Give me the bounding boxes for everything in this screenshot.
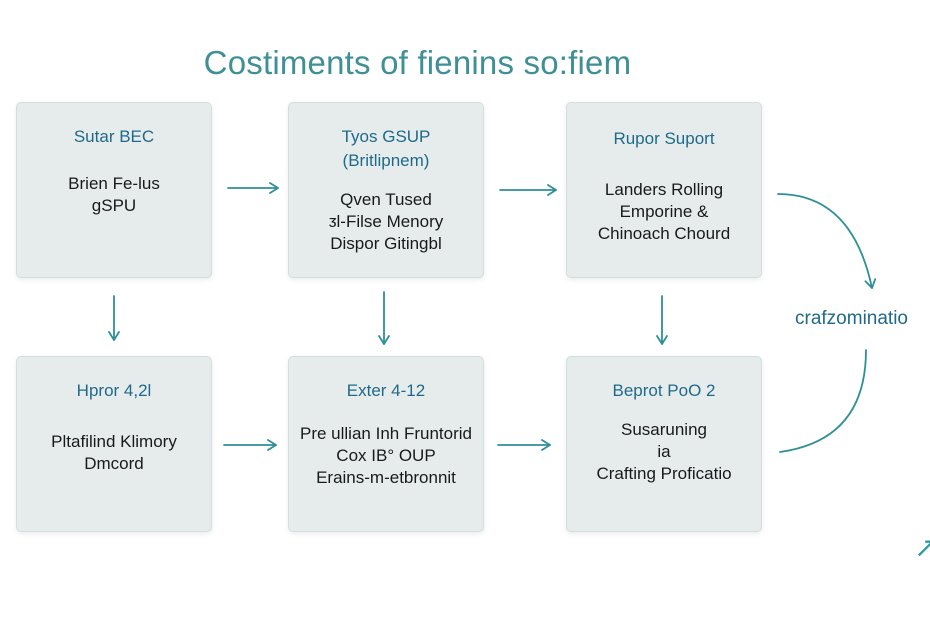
box-line: Susaruning — [620, 420, 707, 439]
box-line: Cox IB° OUP — [336, 446, 436, 465]
box-line: gSPU — [91, 196, 137, 215]
process-box-6: Beprot PoO 2 Susaruning ia Crafting Prof… — [566, 356, 762, 532]
box-line: Emporine & — [619, 202, 709, 221]
box-line: Pltafilind Klimory — [51, 432, 177, 451]
box-line: Brien Fe-lus — [68, 174, 160, 193]
box-line: Crafting Proficatio — [596, 464, 732, 483]
corner-mark-icon: ↗ — [914, 532, 930, 563]
box-heading: Tyos GSUP — [341, 127, 431, 146]
curve-arrow-top — [777, 193, 877, 289]
box-line: Erains-m-etbronnit — [316, 468, 456, 487]
box-line: ᴣl-Filse Menory — [328, 212, 444, 231]
process-box-5: Exter 4-12 Pre ullian Inh Fruntorid Cox … — [288, 356, 484, 532]
box-line: Chinoach Chourd — [597, 224, 731, 243]
box-line: Dmcord — [84, 454, 144, 473]
box-heading: Beprot PoO 2 — [612, 381, 716, 400]
side-label: crafzominatio — [795, 308, 908, 329]
box-line: Pre ullian Inh Fruntorid — [300, 424, 472, 443]
diagram-title: Costiments of fienins so:fiem — [203, 44, 632, 81]
box-line: ia — [657, 442, 671, 461]
curve-arrow-bottom — [779, 349, 867, 453]
box-line: Qven Tused — [340, 190, 432, 209]
box-subheading: (Britlipnem) — [342, 151, 430, 170]
box-heading: Exter 4-12 — [346, 381, 426, 400]
box-heading: Hpror 4,2l — [76, 381, 152, 400]
process-box-2: Tyos GSUP (Britlipnem) Qven Tused ᴣl-Fil… — [288, 102, 484, 278]
box-line: Dispor Gitingbl — [330, 234, 442, 253]
box-line: Landers Rolling — [604, 180, 724, 199]
box-heading: Sutar BEC — [73, 127, 155, 146]
process-box-3: Rupor Suport Landers Rolling Emporine & … — [566, 102, 762, 278]
process-box-1: Sutar BEC Brien Fe-lus gSPU — [16, 102, 212, 278]
box-heading: Rupor Suport — [613, 129, 715, 148]
process-box-4: Hpror 4,2l Pltafilind Klimory Dmcord — [16, 356, 212, 532]
